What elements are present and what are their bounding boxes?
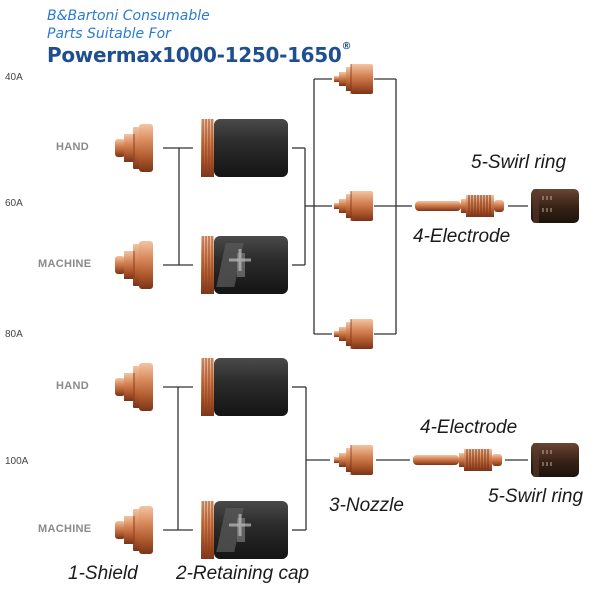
amperage-label-60a: 60A [5,198,23,209]
retaining-cap-icon [200,357,289,417]
part-label-shield: 1-Shield [68,563,138,584]
trademark-symbol: ® [341,41,352,52]
product-name: Powermax1000-1250-1650 [47,43,342,67]
side-label-top-machine: MACHINE [38,258,92,270]
header-line-1: B&Bartoni Consumable [47,8,210,24]
part-label-nozzle: 3-Nozzle [329,495,404,516]
shield-icon [114,505,154,555]
connector-lines-bottom [163,386,528,531]
machine-cap-icon [200,235,289,295]
part-label-electrode-top: 4-Electrode [413,226,511,247]
retaining-cap-icon [200,118,289,178]
machine-cap-icon [200,500,289,560]
nozzle-icon [333,444,374,476]
electrode-icon [414,194,505,218]
nozzle-icon [333,318,374,350]
header-line-2: Parts Suitable For [47,26,171,42]
shield-icon [114,362,154,412]
part-label-swirl-ring-bottom: 5-Swirl ring [488,486,584,507]
electrode-icon [412,448,503,472]
amperage-label-80a: 80A [5,329,23,340]
side-label-top-hand: HAND [56,141,89,153]
shield-icon [114,240,154,290]
swirl-ring-icon [530,188,580,224]
amperage-label-40a: 40A [5,72,23,83]
part-label-swirl-ring-top: 5-Swirl ring [471,152,567,173]
nozzle-icon [333,63,374,95]
part-label-electrode-bottom: 4-Electrode [420,417,518,438]
side-label-bottom-machine: MACHINE [38,523,92,535]
swirl-ring-icon [530,442,580,478]
part-label-retaining-cap: 2-Retaining cap [176,563,310,584]
amperage-label-100a: 100A [5,456,29,467]
side-label-bottom-hand: HAND [56,380,89,392]
shield-icon [114,123,154,173]
connector-lines-top [163,78,528,335]
nozzle-icon [333,190,374,222]
product-title: Powermax1000-1250-1650® [47,41,352,67]
